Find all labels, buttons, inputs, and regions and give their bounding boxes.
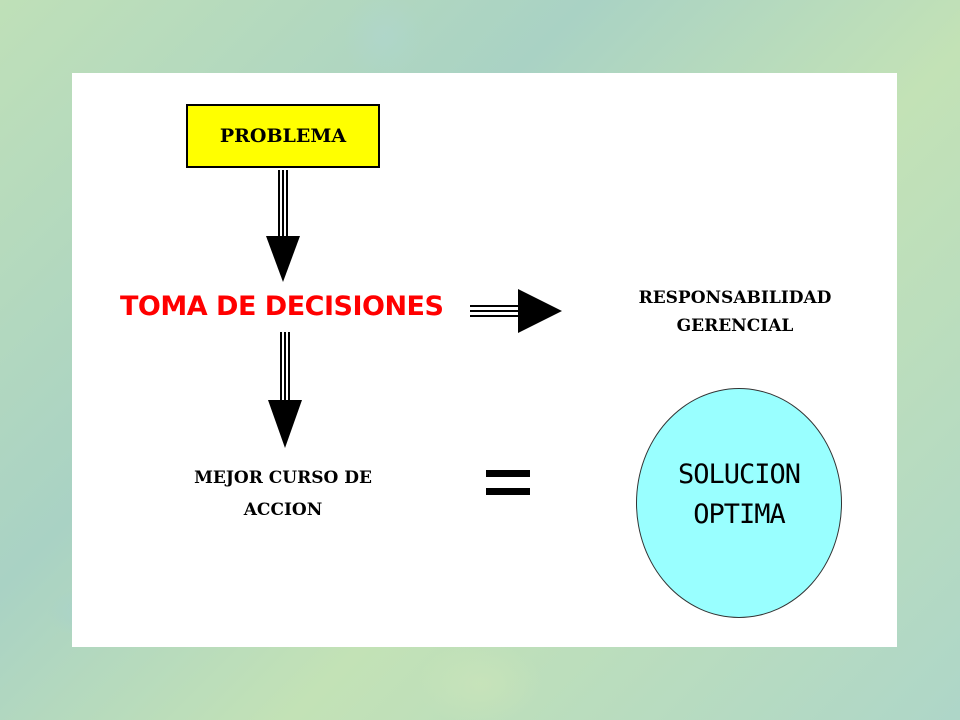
decision-making-label: TOMA DE DECISIONES [120,291,444,322]
arrow-right [470,289,562,333]
solution-circle [636,388,842,618]
equals-sign [486,470,530,495]
responsibility-line-1: RESPONSABILIDAD [638,288,832,308]
responsibility-line-2: GERENCIAL [676,316,794,336]
best-course-line-1: MEJOR CURSO DE [194,468,372,488]
solution-line-1: SOLUCION [677,459,801,490]
arrow-down-top [266,170,300,282]
best-course-label: MEJOR CURSO DE ACCION [176,462,390,526]
solution-line-2: OPTIMA [693,499,786,530]
responsibility-label: RESPONSABILIDAD GERENCIAL [620,284,850,340]
problem-label: PROBLEMA [219,125,347,147]
best-course-line-2: ACCION [243,500,323,520]
problem-box: PROBLEMA [186,104,380,168]
solution-label: SOLUCION OPTIMA [636,455,842,535]
arrow-down-bottom [268,332,302,448]
